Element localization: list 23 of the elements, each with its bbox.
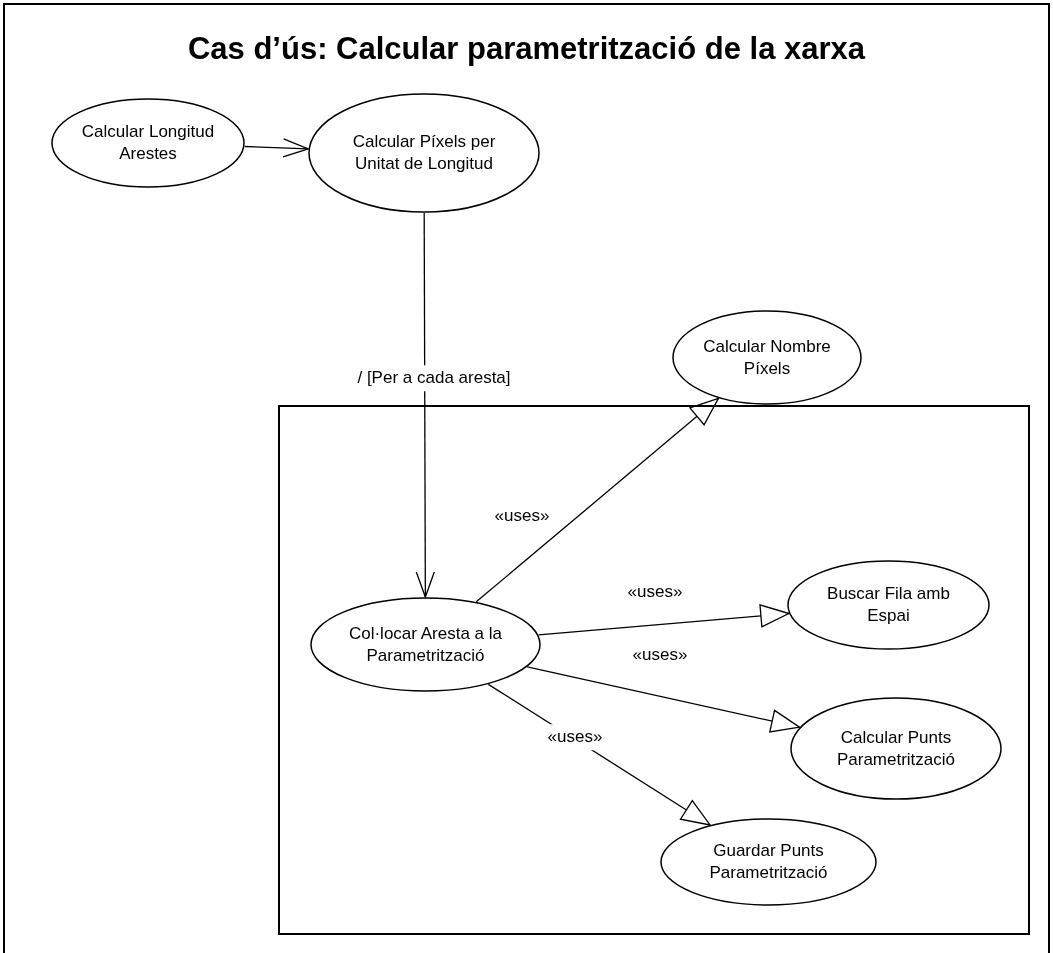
use-case-label: Calcular Longitud Arestes (80, 121, 216, 165)
use-case-label: Guardar Punts Parametrització (708, 840, 829, 884)
use-case-label: Calcular Punts Parametrització (835, 726, 957, 771)
diagram-title: Cas d’ús: Calcular parametrització de la xarxa (186, 30, 867, 68)
use-case-ellipse (787, 560, 990, 650)
use-case-ellipse (308, 93, 540, 213)
use-case-label: Calcular Píxels per Unitat de Longitud (351, 131, 497, 175)
arrow (244, 138, 309, 158)
edge-label: / [Per a cada aresta] (355, 365, 513, 391)
use-case-label: Col·locar Aresta a la Parametrització (347, 622, 504, 667)
use-case-ellipse (660, 818, 877, 906)
arrow (537, 604, 790, 636)
arrow (526, 666, 801, 733)
use-case-label: Buscar Fila amb Espai (826, 583, 951, 627)
use-case-label: Calcular Nombre Píxels (702, 335, 832, 380)
use-case-ellipse (672, 310, 862, 405)
use-case-ellipse (790, 697, 1002, 800)
edge-label: «uses» (545, 724, 605, 750)
arrow (475, 397, 720, 603)
use-case-ellipse (310, 597, 541, 692)
system-boundary-box (278, 405, 1030, 935)
use-case-ellipse (51, 98, 245, 188)
arrow (415, 212, 435, 598)
